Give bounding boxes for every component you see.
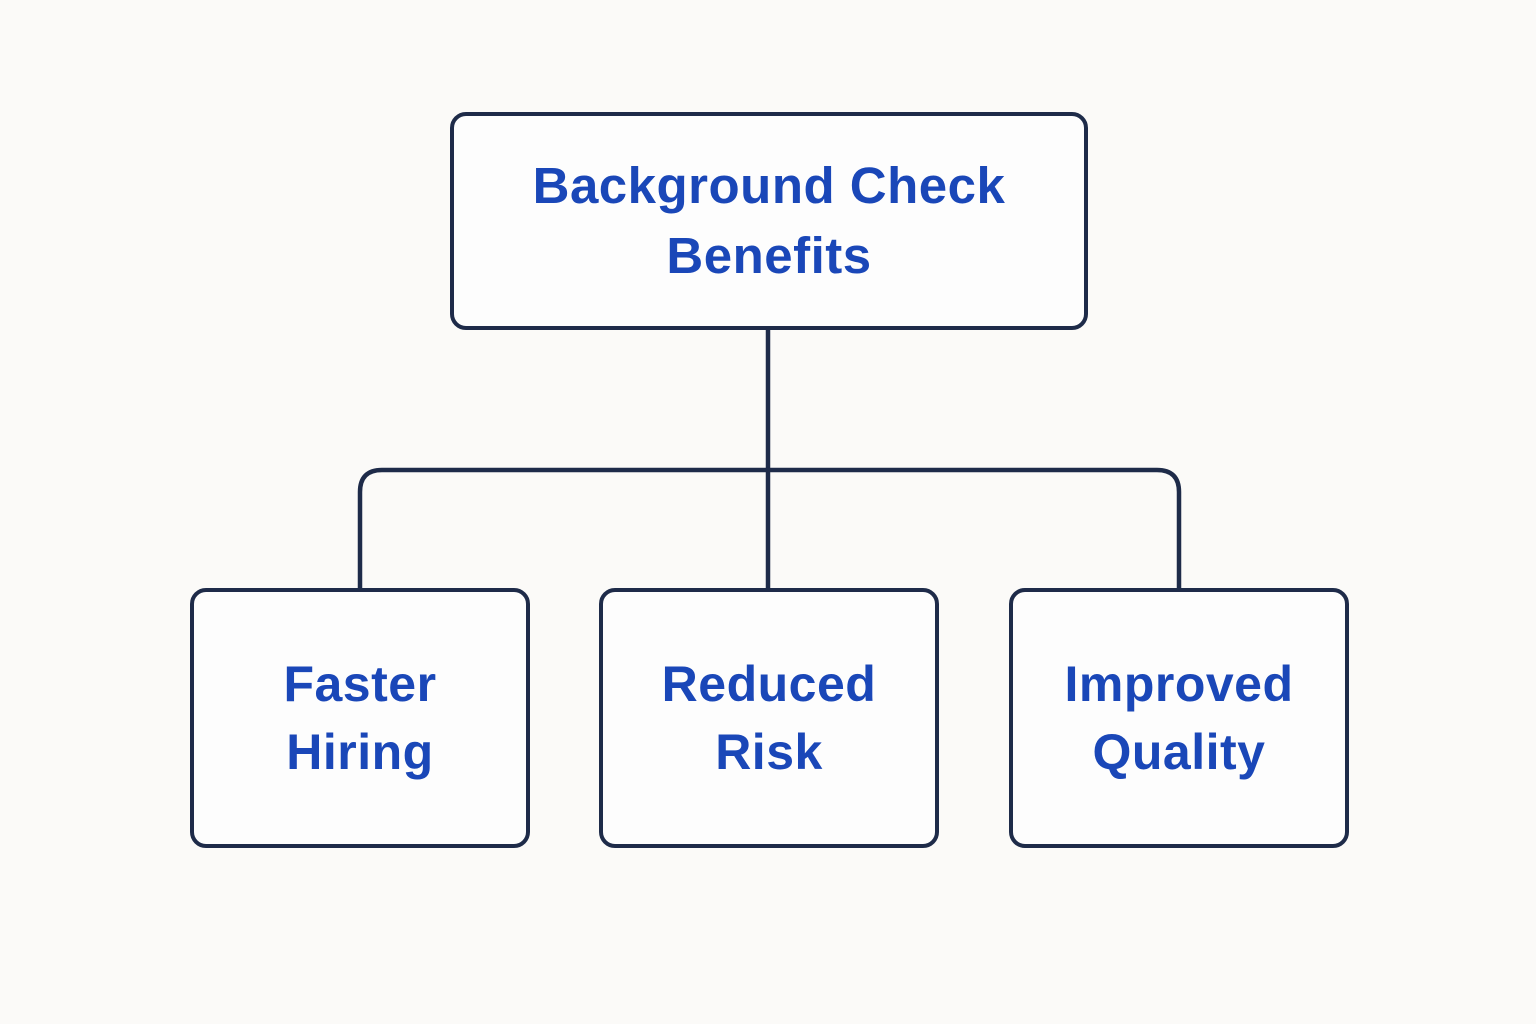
connector-bracket xyxy=(357,467,1182,588)
node-label: Faster Hiring xyxy=(283,656,437,780)
node-label: Reduced Risk xyxy=(661,656,877,780)
node-faster-hiring: Faster Hiring xyxy=(190,588,530,848)
node-reduced-risk: Reduced Risk xyxy=(599,588,939,848)
node-background-check-benefits: Background Check Benefits xyxy=(450,112,1088,330)
node-improved-quality: Improved Quality xyxy=(1009,588,1349,848)
node-label: Improved Quality xyxy=(1064,656,1294,780)
node-label: Background Check Benefits xyxy=(532,157,1006,284)
